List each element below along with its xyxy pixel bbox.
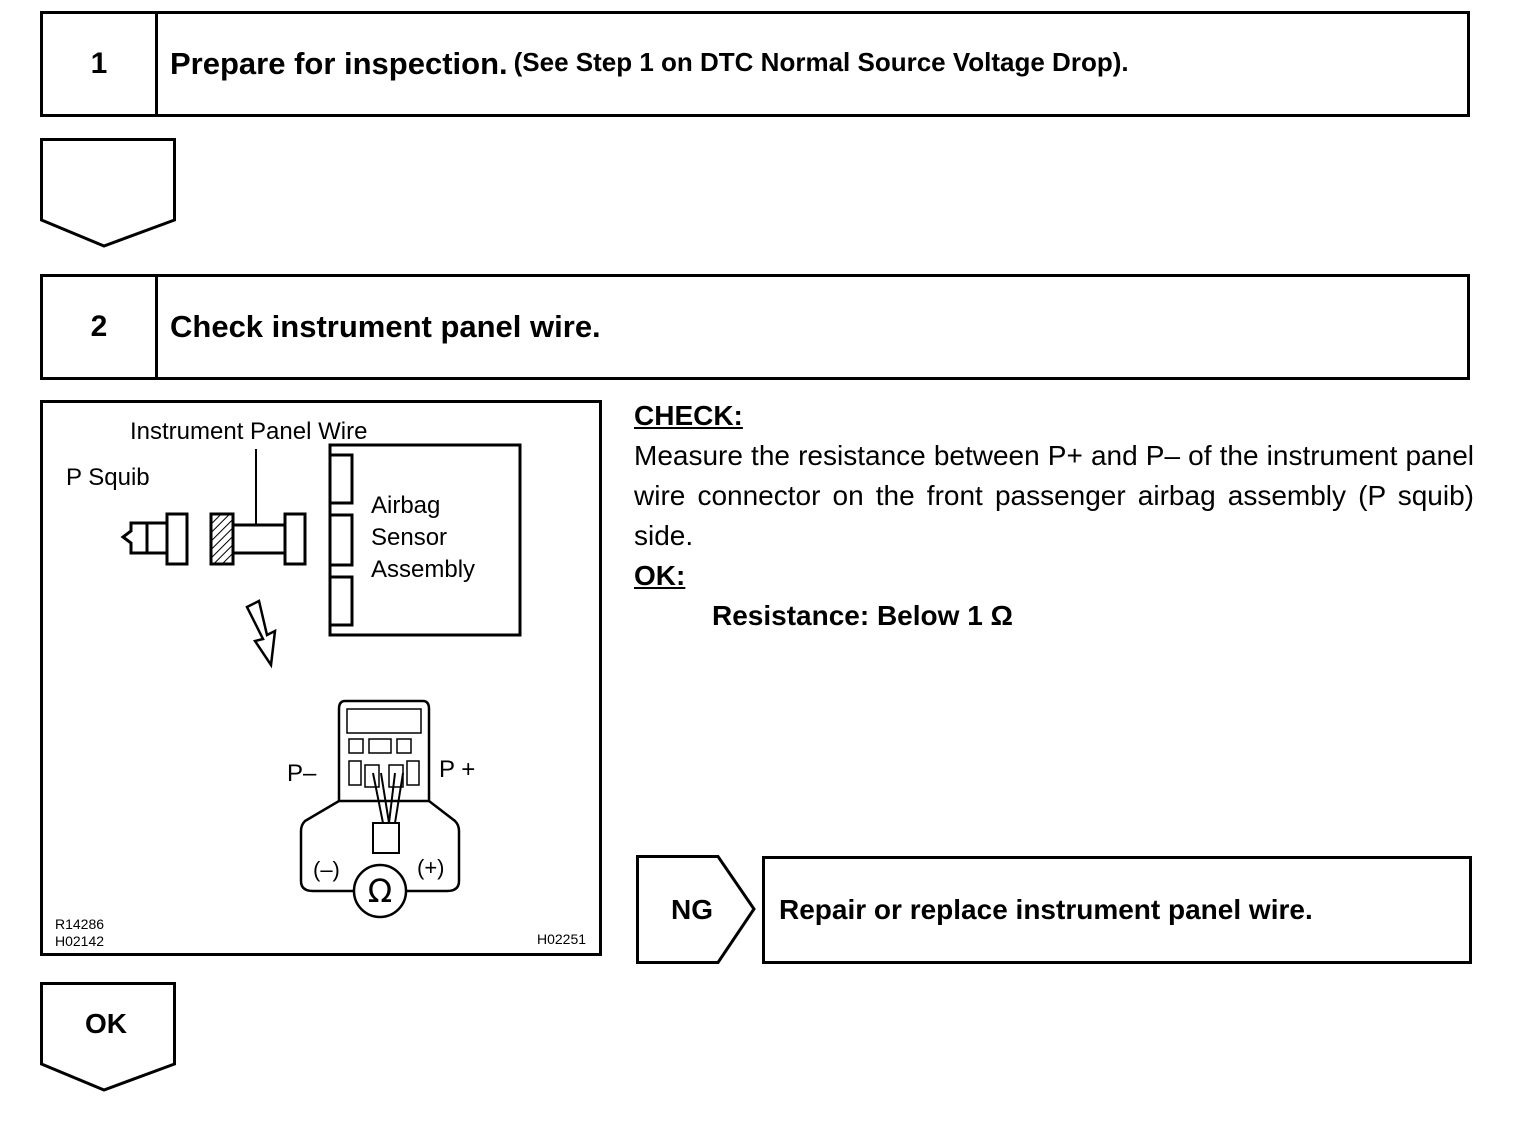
label-sensor-line-1: Airbag <box>371 492 440 519</box>
ref-code-2: H02142 <box>55 933 104 949</box>
step-2-title: Check instrument panel wire. <box>170 309 601 344</box>
connector-illustration: Instrument Panel Wire P Squib Airbag Sen… <box>55 418 586 949</box>
ohmmeter-icon <box>352 863 408 919</box>
step-1-box: 1 Prepare for inspection. (See Step 1 on… <box>40 11 1470 117</box>
wiring-diagram: Instrument Panel Wire P Squib Airbag Sen… <box>40 400 602 956</box>
step-1-title-row: Prepare for inspection. (See Step 1 on D… <box>158 14 1129 114</box>
ohm-symbol: Ω <box>368 872 392 910</box>
ok-arrow: OK <box>40 982 176 1092</box>
ok-heading: OK: <box>634 560 686 591</box>
ref-code-3: H02251 <box>537 931 586 947</box>
step-1-subtitle: (See Step 1 on DTC Normal Source Voltage… <box>513 46 1129 77</box>
step-2-box: 2 Check instrument panel wire. <box>40 274 1470 380</box>
label-meter-negative: (–) <box>313 857 340 882</box>
label-p-plus: P + <box>439 756 475 783</box>
label-meter-positive: (+) <box>417 855 445 880</box>
step-1-title: Prepare for inspection. <box>170 46 508 81</box>
step-2-number: 2 <box>43 277 158 377</box>
label-p-minus: P– <box>287 760 317 787</box>
check-description: Measure the resistance between P+ and P–… <box>634 440 1474 551</box>
label-instrument-panel-wire: Instrument Panel Wire <box>130 418 367 445</box>
ng-label: NG <box>671 894 713 925</box>
view-arrow-icon <box>245 599 277 669</box>
step-1-number: 1 <box>43 14 158 114</box>
check-heading: CHECK: <box>634 400 743 431</box>
ng-action-box: Repair or replace instrument panel wire. <box>762 856 1472 964</box>
down-arrow-icon <box>40 138 176 248</box>
ng-action-text: Repair or replace instrument panel wire. <box>779 894 1313 925</box>
step-2-title-row: Check instrument panel wire. <box>158 277 601 377</box>
ng-arrow: NG <box>636 855 756 964</box>
ok-label: OK <box>85 1008 127 1039</box>
label-sensor-line-3: Assembly <box>371 556 475 583</box>
ref-code-1: R14286 <box>55 916 104 932</box>
check-section: CHECK: Measure the resistance between P+… <box>634 396 1474 636</box>
ok-spec: Resistance: Below 1 Ω <box>712 600 1013 631</box>
label-p-squib: P Squib <box>66 464 150 491</box>
label-sensor-line-2: Sensor <box>371 524 447 551</box>
